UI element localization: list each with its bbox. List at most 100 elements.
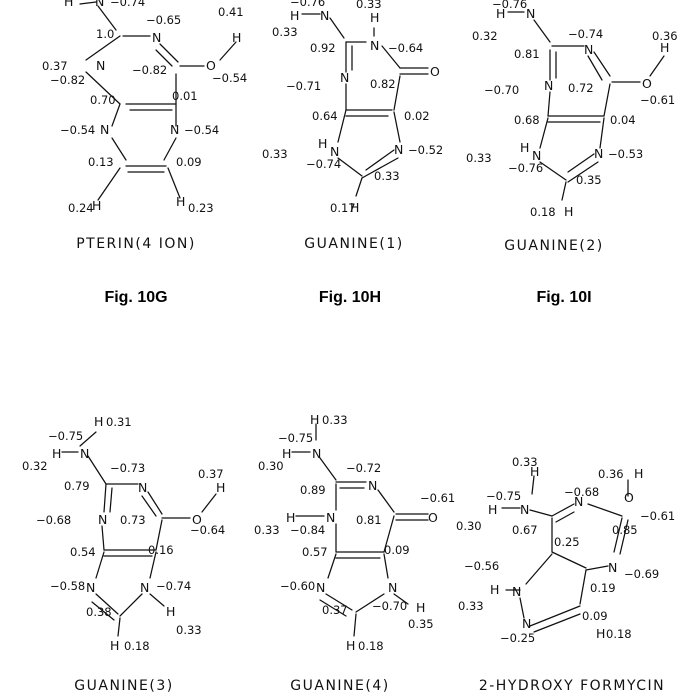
atom-label: H — [310, 412, 319, 427]
charge-label: −0.53 — [608, 147, 643, 161]
charge-label: 0.13 — [88, 155, 114, 169]
atom-label: H — [416, 600, 425, 615]
charge-label: −0.74 — [568, 27, 603, 41]
charge-label: 0.79 — [64, 479, 90, 493]
atom-label: N — [388, 580, 397, 595]
charge-label: −0.75 — [48, 429, 83, 443]
atom-label: H — [176, 194, 185, 209]
charge-label: 0.54 — [70, 545, 96, 559]
atom-label: H — [490, 582, 499, 597]
charge-label: −0.54 — [60, 123, 95, 137]
atom-label: N — [140, 580, 149, 595]
figure-label: Fig. 10G — [104, 289, 167, 306]
molecule-name: PTERIN(4 ION) — [76, 236, 196, 252]
charge-label: −0.61 — [420, 491, 455, 505]
figure-guanine-3: H H N N H N O N N H H 0.31 −0.75 −0.73 0… — [22, 414, 225, 694]
bonds — [507, 11, 665, 201]
figure-10i: H N N N O H N H N H −0.76 −0.74 0.32 0.8… — [466, 0, 678, 306]
atom-label: H — [520, 140, 529, 155]
atom-label: H — [282, 446, 291, 461]
atom-label: H — [596, 626, 605, 641]
charge-label: 0.57 — [302, 545, 328, 559]
charge-label: −0.76 — [508, 161, 543, 175]
charge-label: −0.72 — [346, 461, 381, 475]
charge-labels: −0.74 1.0 −0.65 0.41 0.37 −0.82 −0.82 −0… — [42, 0, 247, 215]
atom-label: H — [232, 30, 241, 45]
atom-label: N — [370, 38, 379, 53]
bonds — [61, 431, 217, 637]
charge-label: 0.18 — [358, 639, 384, 653]
bonds — [79, 1, 237, 201]
charge-labels: −0.76 0.33 0.33 0.92 −0.64 −0.71 0.82 0.… — [262, 0, 443, 215]
atom-label: N — [316, 580, 325, 595]
charge-label: −0.64 — [190, 523, 225, 537]
atom-label: H — [290, 8, 299, 23]
charge-label: 0.35 — [576, 173, 602, 187]
charge-label: 0.70 — [90, 93, 116, 107]
charge-label: −0.82 — [50, 73, 85, 87]
charge-label: 0.33 — [512, 455, 538, 469]
charge-label: 0.33 — [458, 599, 484, 613]
charge-label: −0.61 — [640, 509, 675, 523]
charge-label: 0.09 — [384, 543, 410, 557]
atom-labels: H H N N H N O N N H H — [282, 412, 438, 653]
charge-label: −0.74 — [156, 579, 191, 593]
charge-label: −0.69 — [624, 567, 659, 581]
atom-label: N — [80, 446, 89, 461]
charge-label: 0.30 — [258, 459, 284, 473]
charge-label: 0.16 — [148, 543, 174, 557]
atom-label: N — [320, 8, 329, 23]
charge-label: 0.33 — [466, 151, 492, 165]
charge-label: −0.73 — [110, 461, 145, 475]
atom-label: H — [350, 200, 359, 215]
charge-label: 0.19 — [590, 581, 616, 595]
figure-10g: H N N O H N N N H H −0.74 1.0 −0.65 0.41… — [42, 0, 247, 306]
molecule-name: 2-HYDROXY FORMYCIN — [479, 678, 665, 694]
charge-label: 0.33 — [176, 623, 202, 637]
charge-label: −0.68 — [564, 485, 599, 499]
charge-label: 0.33 — [356, 0, 382, 11]
atom-label: H — [52, 446, 61, 461]
molecule-name: GUANINE(1) — [304, 236, 403, 252]
charge-label: 0.01 — [172, 89, 198, 103]
atom-label: N — [138, 480, 147, 495]
charge-label: 0.41 — [218, 5, 244, 19]
charge-label: 0.64 — [312, 109, 338, 123]
atom-label: H — [110, 638, 119, 653]
charge-label: 0.23 — [188, 201, 214, 215]
charge-label: 0.35 — [408, 617, 434, 631]
charge-label: 1.0 — [96, 27, 114, 41]
charge-label: −0.75 — [278, 431, 313, 445]
molecule-name: GUANINE(2) — [504, 238, 603, 254]
atom-label: N — [312, 446, 321, 461]
atom-label: H — [216, 480, 225, 495]
charge-label: −0.71 — [286, 79, 321, 93]
charge-label: 0.36 — [598, 467, 624, 481]
charge-label: 0.89 — [300, 483, 326, 497]
atom-label: N — [522, 616, 531, 631]
atom-label: N — [330, 144, 339, 159]
atom-label: H — [92, 198, 101, 213]
atom-label: N — [368, 478, 377, 493]
bonds — [291, 423, 429, 637]
atom-label: O — [642, 76, 652, 91]
atom-label: N — [544, 78, 553, 93]
atom-label: O — [206, 58, 216, 73]
atom-label: N — [326, 510, 335, 525]
atom-label: H — [318, 136, 327, 151]
atom-label: O — [430, 64, 440, 79]
charge-label: 0.38 — [86, 605, 112, 619]
atom-label: H — [496, 6, 505, 21]
charge-label: 0.18 — [530, 205, 556, 219]
molecule-name: GUANINE(4) — [290, 678, 389, 694]
atom-label: O — [192, 512, 202, 527]
bonds — [501, 475, 629, 633]
atom-label: N — [520, 502, 529, 517]
charge-label: 0.92 — [310, 41, 336, 55]
atom-label: N — [170, 122, 179, 137]
figure-label: Fig. 10H — [319, 289, 381, 306]
charge-label: 0.04 — [610, 113, 636, 127]
charge-label: −0.84 — [290, 523, 325, 537]
figure-label: Fig. 10I — [536, 289, 591, 306]
